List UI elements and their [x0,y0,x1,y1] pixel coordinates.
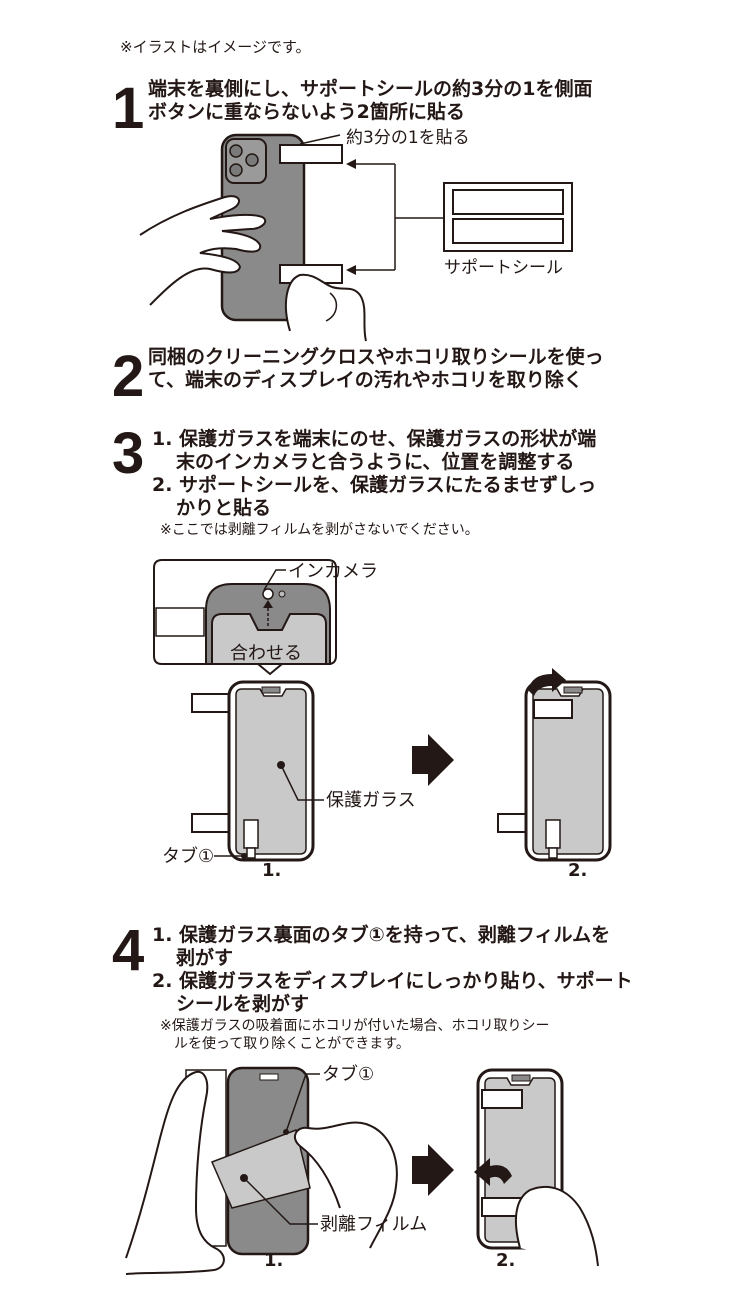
left-hand [139,195,267,306]
support-seal-top [279,144,343,164]
step4-number: 4 [112,918,145,983]
step1-title-line1: 端末を裏側にし、サポートシールの約3分の1を側面 [148,78,593,100]
step2-title-line2: て、端末のディスプレイの汚れやホコリを取り除く [148,369,583,391]
right-thumb [284,273,367,342]
step4-item1-line2: 剥がす [176,947,234,969]
step2-number: 2 [112,344,145,409]
step1-title-line2: ボタンに重ならないよう2箇所に貼る [148,101,465,123]
step1-illustration: 約3分の1を貼る サポートシール [139,128,573,342]
step3-item1-line2: 末のインカメラと合うように、位置を調整する [176,451,575,473]
step4-illustration: タブ① 剥離フィルム 1. 2. [125,1063,599,1275]
step3-number: 3 [112,421,145,486]
arrow-right-icon [412,1144,454,1196]
label-tab: タブ① [162,845,214,867]
arrow-right-icon [412,734,454,786]
tab-1 [243,819,259,849]
step4-item2-line1: 2. 保護ガラスをディスプレイにしっかり貼り、サポート [152,970,633,992]
step2-title-line1: 同梱のクリーニングクロスやホコリ取りシールを使っ [148,346,604,368]
fig4-label-2: 2. [496,1250,515,1271]
label-tab-4: タブ① [322,1063,374,1085]
fig3-label-1: 1. [262,860,281,881]
label-protective-glass: 保護ガラス [326,790,416,811]
fig4-label-1: 1. [264,1250,283,1271]
protective-glass-1 [235,688,307,855]
step4-note-line2: ルを使って取り除くことができます。 [174,1036,410,1052]
fig3-label-2: 2. [568,860,587,881]
step4-item2-line2: シールを剥がす [176,993,310,1015]
illustration-note: ※イラストはイメージです。 [120,38,311,56]
step3-note: ※ここでは剥離フィルムを剥がさないでください。 [160,522,479,538]
step3-item2-line2: かりと貼る [176,497,272,519]
step3-item1-line1: 1. 保護ガラスを端末にのせ、保護ガラスの形状が端 [152,428,597,450]
label-align: 合わせる [230,643,302,664]
right-hand [293,1121,398,1249]
label-support-seal: サポートシール [444,258,563,278]
label-in-camera: インカメラ [288,561,378,582]
label-one-third: 約3分の1を貼る [346,128,470,148]
step3-item2-line1: 2. サポートシールを、保護ガラスにたるませずしっ [152,474,597,496]
curved-arrow-icon [474,1158,512,1186]
step3-illustration: インカメラ 合わせる 保護ガラス タブ① 1. 2. [153,559,612,881]
label-release-film: 剥離フィルム [320,1214,427,1235]
right-hand-2 [514,1185,599,1267]
step4-note-line1: ※保護ガラスの吸着面にホコリが付いた場合、ホコリ取りシー [160,1018,550,1034]
left-hand [125,1070,225,1275]
step1-number: 1 [112,76,145,141]
step4-item1-line1: 1. 保護ガラス裏面のタブ①を持って、剥離フィルムを [152,924,611,946]
release-film [210,1128,311,1209]
curved-arrow-icon [528,668,566,696]
camera-icon [262,588,274,600]
